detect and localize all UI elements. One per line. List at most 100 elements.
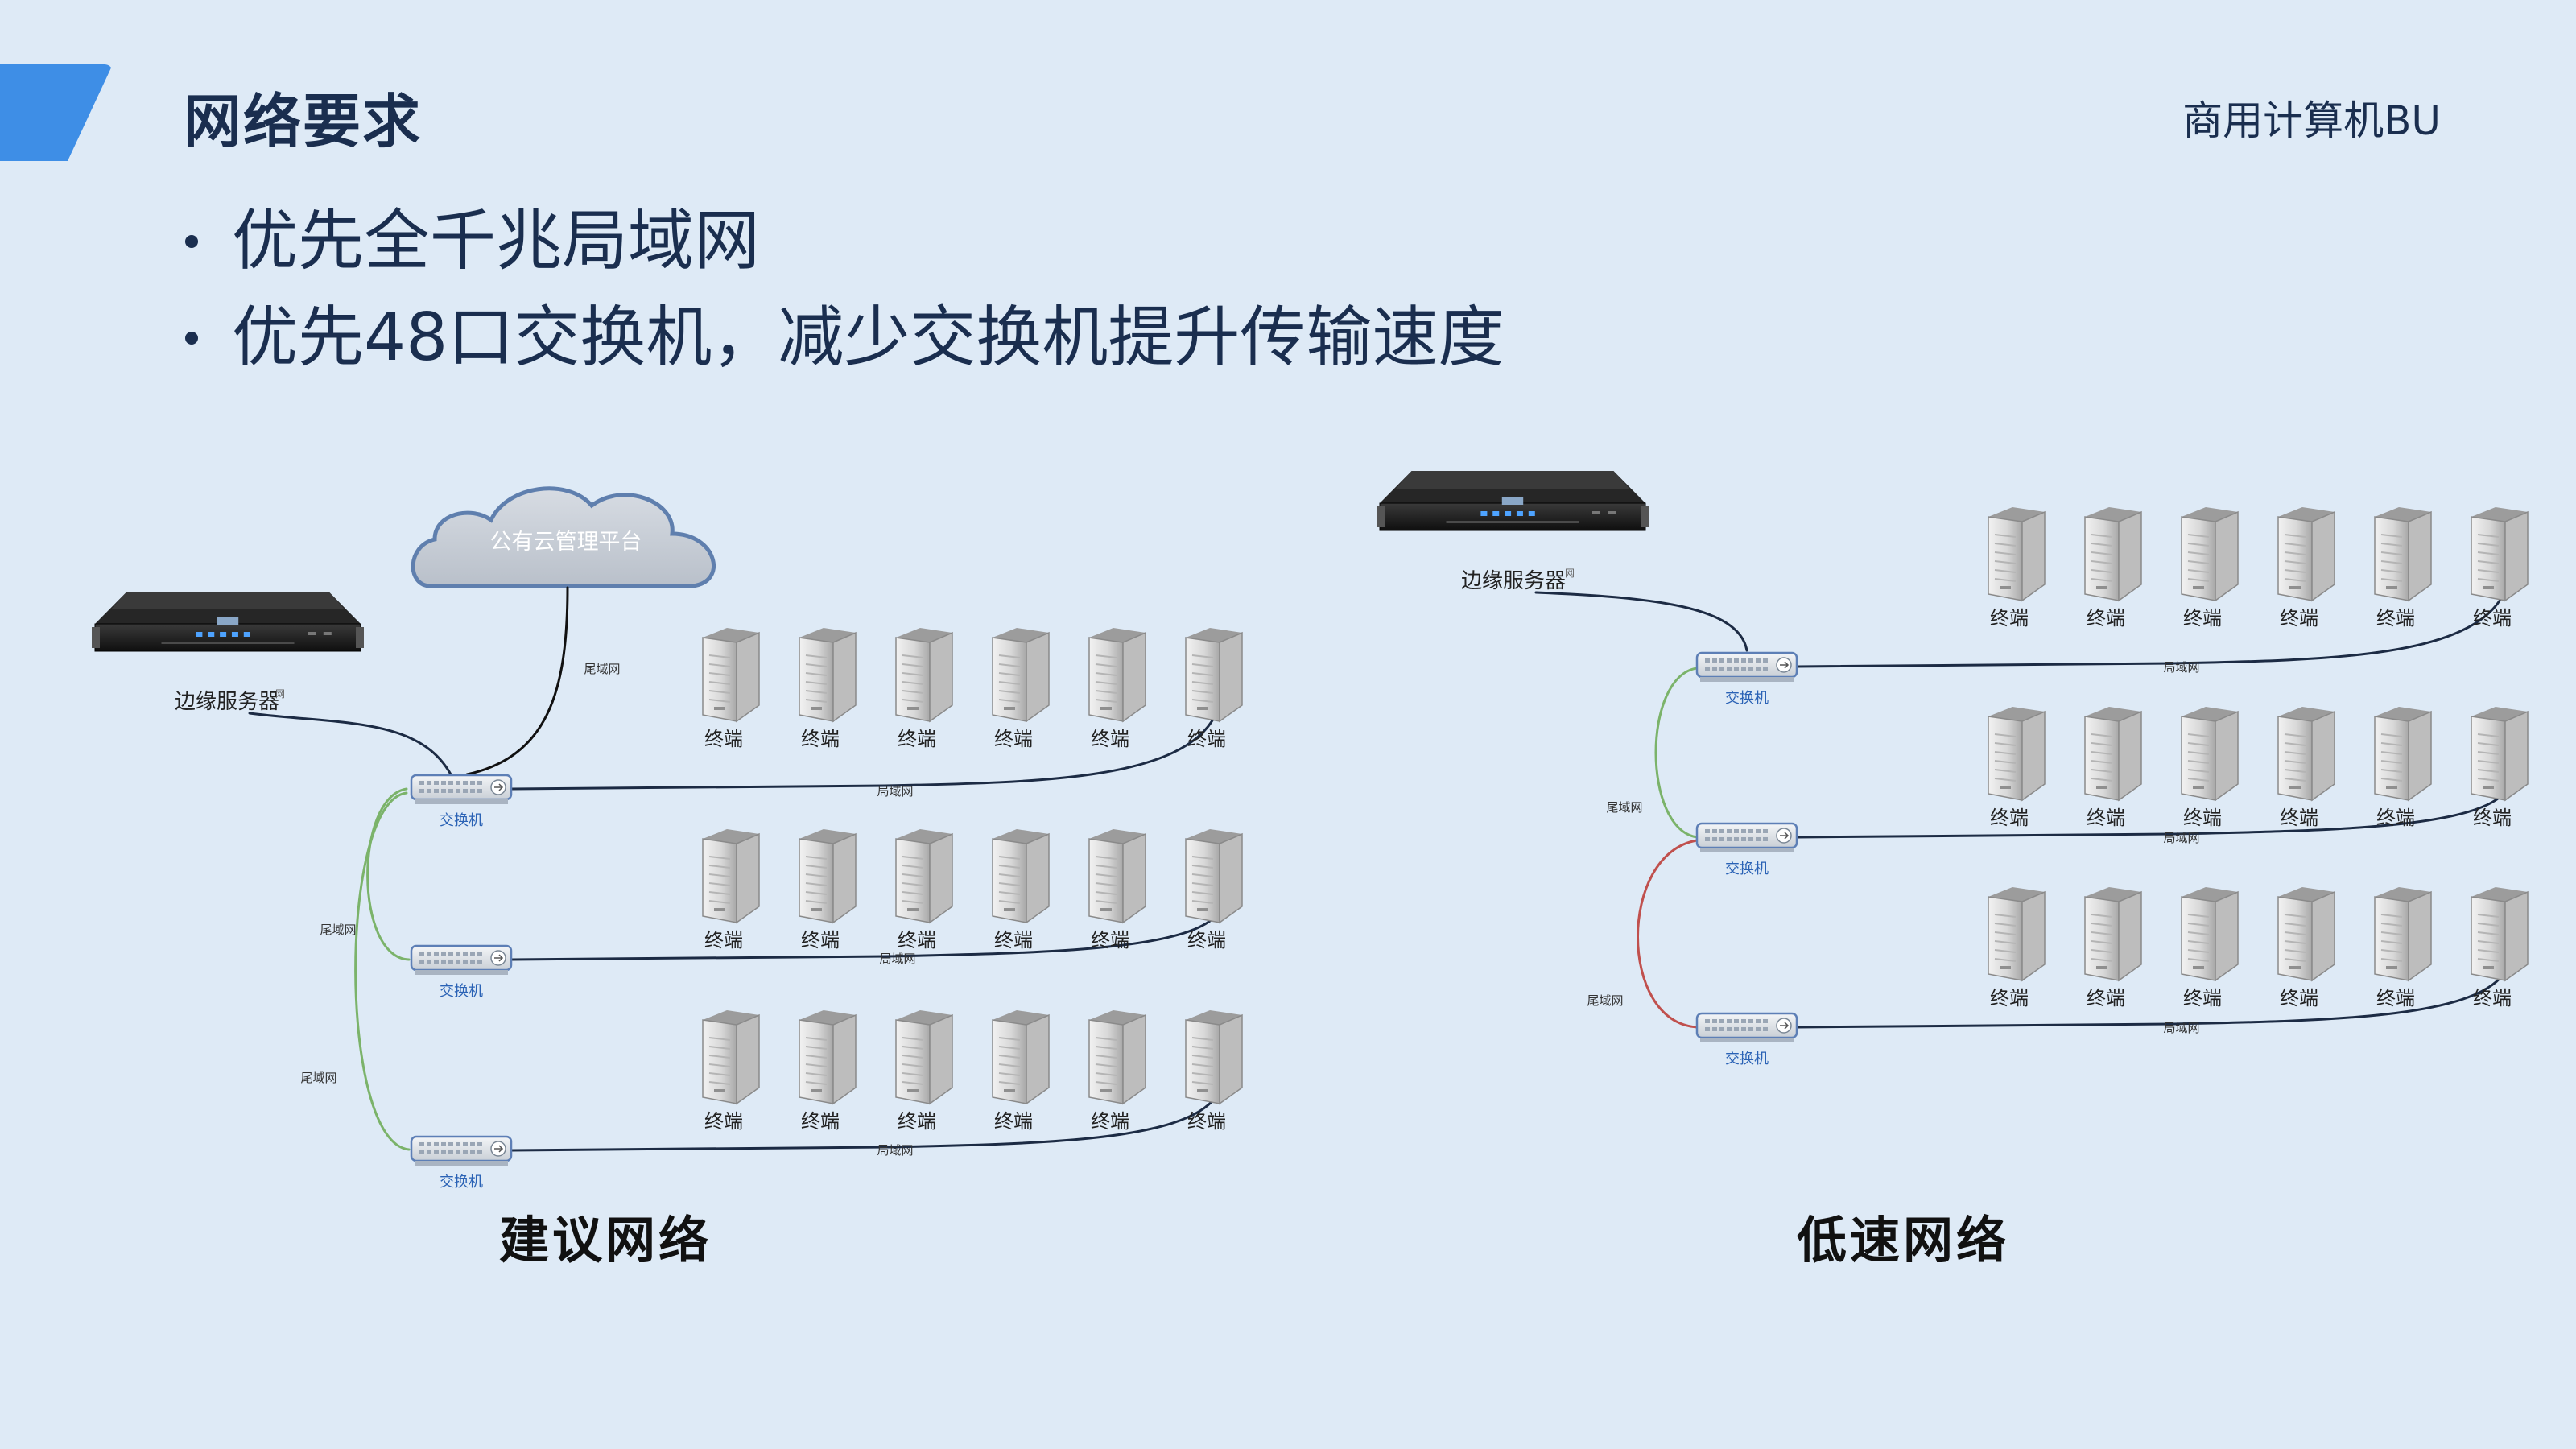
terminal-pc-icon	[702, 628, 760, 723]
caption-recommended-network: 建议网络	[499, 1211, 712, 1269]
switch-label: 交换机	[1725, 861, 1769, 877]
terminal-label: 终端	[898, 1110, 936, 1133]
terminal-pc-icon	[2084, 887, 2142, 982]
terminal-label: 终端	[2376, 987, 2415, 1009]
terminal-label: 终端	[1187, 1110, 1226, 1133]
bullet-item: 优先48口交换机，减少交换机提升传输速度	[185, 290, 1504, 386]
terminal-label: 终端	[2473, 607, 2512, 630]
cable-switch-terminals	[1796, 972, 2505, 1029]
server-corner-mark: 网	[1565, 568, 1575, 579]
terminal-label: 终端	[2183, 987, 2222, 1009]
terminal-pc-icon	[2471, 507, 2529, 602]
terminal-label: 终端	[1990, 987, 2029, 1009]
bullet-text: 优先48口交换机，减少交换机提升传输速度	[232, 299, 1505, 376]
terminal-label: 终端	[2280, 607, 2318, 630]
wan-label: 尾域网	[584, 662, 620, 676]
terminal-pc-icon	[702, 1010, 760, 1105]
terminal-pc-icon	[2181, 887, 2239, 982]
terminal-label: 终端	[2087, 807, 2125, 829]
switch-label: 交换机	[440, 1174, 483, 1191]
server-label: 边缘服务器	[175, 690, 279, 714]
bullet-list: 优先全千兆局域网 优先48口交换机，减少交换机提升传输速度	[185, 193, 1504, 386]
terminal-pc-icon	[1185, 829, 1243, 924]
terminal-pc-icon	[702, 829, 760, 924]
terminal-pc-icon	[2277, 507, 2335, 602]
terminal-label: 终端	[898, 929, 936, 952]
terminal-pc-icon	[992, 829, 1050, 924]
terminal-label: 终端	[801, 929, 840, 952]
bullet-dot	[185, 235, 198, 248]
wan-label: 尾域网	[300, 1071, 336, 1085]
terminal-pc-icon	[895, 829, 953, 924]
terminal-label: 终端	[801, 1110, 840, 1133]
terminal-pc-icon	[2471, 707, 2529, 802]
caption-low-speed-network: 低速网络	[1797, 1211, 2010, 1269]
edge-server-icon	[1377, 471, 1649, 531]
terminal-label: 终端	[1990, 607, 2029, 630]
terminal-pc-icon	[2374, 507, 2432, 602]
bullet-dot	[185, 332, 198, 345]
terminal-label: 终端	[2183, 807, 2222, 829]
terminal-label: 终端	[994, 929, 1033, 952]
cable-switch-terminals	[510, 1096, 1217, 1152]
terminal-label: 终端	[704, 929, 743, 952]
cable-switch-switch	[1637, 839, 1699, 1029]
cable-switch-terminals	[1796, 592, 2505, 668]
terminal-label: 终端	[1990, 807, 2029, 829]
terminal-pc-icon	[2181, 507, 2239, 602]
terminal-pc-icon	[799, 628, 857, 723]
cable-switch-switch	[354, 791, 411, 1151]
server-label: 边缘服务器	[1461, 569, 1566, 593]
lan-label: 局域网	[2163, 1021, 2199, 1035]
terminal-label: 终端	[2280, 807, 2318, 829]
terminal-label: 终端	[1187, 728, 1226, 750]
cable-switch-switch	[366, 787, 411, 961]
cable-server-switch	[248, 712, 452, 776]
terminal-pc-icon	[1988, 507, 2046, 602]
switch-label: 交换机	[1725, 1051, 1769, 1067]
terminal-pc-icon	[1088, 628, 1146, 723]
lan-label: 局域网	[2163, 660, 2199, 675]
terminal-pc-icon	[1088, 829, 1146, 924]
terminal-label: 终端	[2280, 987, 2318, 1009]
terminal-pc-icon	[799, 1010, 857, 1105]
terminal-pc-icon	[2277, 887, 2335, 982]
terminal-label: 终端	[1091, 1110, 1129, 1133]
cable-cloud-switch	[465, 586, 569, 776]
cable-switch-terminals	[510, 914, 1217, 961]
lan-label: 局域网	[879, 952, 915, 966]
switch-icon	[410, 774, 513, 804]
terminal-pc-icon	[799, 829, 857, 924]
bullet-item: 优先全千兆局域网	[185, 193, 1504, 290]
terminal-label: 终端	[2087, 987, 2125, 1009]
switch-icon	[1695, 651, 1798, 682]
terminal-pc-icon	[1988, 707, 2046, 802]
lan-label: 局域网	[877, 1143, 913, 1158]
terminal-pc-icon	[895, 628, 953, 723]
edge-server-icon	[92, 592, 364, 652]
terminal-label: 终端	[2376, 607, 2415, 630]
terminal-label: 终端	[801, 728, 840, 750]
terminal-pc-icon	[2471, 887, 2529, 982]
switch-icon	[410, 1135, 513, 1166]
cable-switch-terminals	[1796, 792, 2505, 839]
lan-label: 局域网	[2163, 831, 2199, 845]
terminal-label: 终端	[2183, 607, 2222, 630]
terminal-label: 终端	[1187, 929, 1226, 952]
terminal-pc-icon	[1185, 628, 1243, 723]
terminal-pc-icon	[992, 628, 1050, 723]
terminal-pc-icon	[2181, 707, 2239, 802]
switch-label: 交换机	[440, 983, 483, 1000]
terminal-pc-icon	[2277, 707, 2335, 802]
cable-switch-switch	[1654, 667, 1699, 839]
switch-icon	[1695, 1012, 1798, 1042]
lan-label: 局域网	[877, 784, 913, 799]
slide-title: 网络要求	[184, 88, 423, 155]
terminal-label: 终端	[898, 728, 936, 750]
terminal-label: 终端	[2087, 607, 2125, 630]
terminal-pc-icon	[1185, 1010, 1243, 1105]
wan-label: 尾域网	[1606, 800, 1642, 815]
cable-switch-terminals	[510, 713, 1217, 791]
wan-label: 尾域网	[320, 923, 356, 937]
terminal-label: 终端	[994, 728, 1033, 750]
